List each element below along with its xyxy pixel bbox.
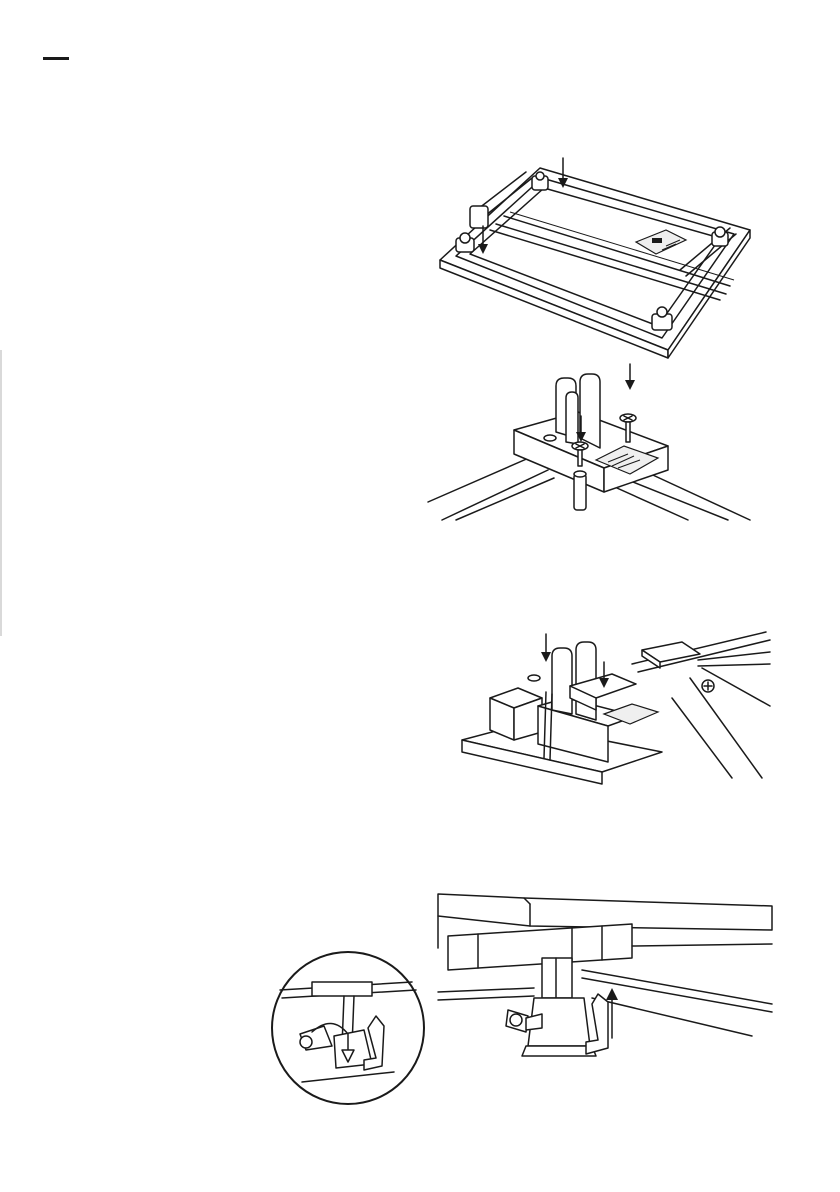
header-dash [43, 57, 69, 60]
figure-base-plate-overview [430, 150, 760, 360]
figure-wing-nut-lock-detail [272, 886, 772, 1108]
down-arrow-icon [625, 364, 635, 390]
magnifier-circle [272, 952, 424, 1104]
figure-bracket-insertion-detail [462, 628, 772, 788]
page-edge-mark [0, 350, 2, 636]
figure-bracket-screw-detail [428, 360, 758, 525]
down-arrow-icon [541, 634, 551, 662]
